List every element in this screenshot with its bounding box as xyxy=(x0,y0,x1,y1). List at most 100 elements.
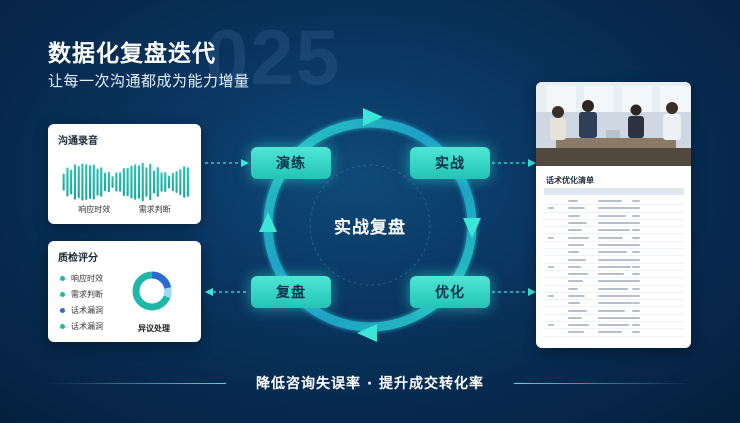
waveform-bar xyxy=(137,165,140,199)
table-cell xyxy=(568,287,578,290)
table-cell xyxy=(598,258,638,261)
waveform-bar xyxy=(122,168,125,196)
table-cell xyxy=(568,229,582,232)
table-cell xyxy=(598,324,629,327)
table-cell xyxy=(548,236,554,239)
quality-item: 话术漏洞 xyxy=(60,305,103,316)
waveform-bar xyxy=(89,165,92,199)
donut-label: 异议处理 xyxy=(138,324,170,333)
node-combat: 实战 xyxy=(410,147,490,179)
table-cell xyxy=(598,207,633,210)
quality-list: 响应时效 需求判断 话术漏洞 话术漏洞 xyxy=(60,273,103,337)
waveform-bar xyxy=(134,164,137,200)
table-cell xyxy=(598,222,637,225)
table-cell xyxy=(568,309,587,312)
arrow-top-icon xyxy=(363,108,383,126)
table-row xyxy=(544,256,684,264)
table-cell xyxy=(632,295,640,297)
waveform-bar xyxy=(126,167,129,197)
table-row xyxy=(544,315,684,323)
year-watermark: 025 xyxy=(205,13,342,101)
connector-arrow-icon xyxy=(205,159,249,167)
table-cell xyxy=(548,295,554,297)
waveform-bar xyxy=(153,170,156,194)
waveform-bar xyxy=(141,162,144,202)
waveform-bar xyxy=(130,165,133,199)
audio-label-needs: 需求判断 xyxy=(138,205,171,214)
table-row xyxy=(544,220,684,228)
waveform-bar xyxy=(160,172,163,192)
footer-line-left xyxy=(48,383,226,384)
waveform-bar xyxy=(175,171,178,193)
node-optimize: 优化 xyxy=(410,276,490,308)
table-row xyxy=(544,329,684,337)
waveform-bar xyxy=(62,173,65,191)
table-cell xyxy=(598,265,631,268)
table-row xyxy=(544,322,684,330)
table-row xyxy=(544,293,684,301)
waveform-bar xyxy=(164,172,167,192)
table-cell xyxy=(632,243,640,246)
node-review: 复盘 xyxy=(251,276,331,308)
quality-item: 需求判断 xyxy=(60,289,103,300)
table-cell xyxy=(568,258,586,261)
table-row xyxy=(544,234,684,242)
audio-card: 沟通录音 响应时效 需求判断 xyxy=(48,124,201,224)
table-header xyxy=(544,188,684,195)
waveform-bar xyxy=(96,168,99,196)
waveform-bar xyxy=(156,167,159,197)
table-cell xyxy=(632,280,640,283)
node-practice: 演练 xyxy=(251,147,331,179)
connector-arrow-icon xyxy=(492,159,536,167)
connector-arrow-icon xyxy=(205,288,249,296)
table-cell xyxy=(632,222,640,225)
table-cell xyxy=(548,324,554,327)
quality-item: 话术漏洞 xyxy=(60,321,103,332)
table-cell xyxy=(598,229,630,232)
table-cell xyxy=(598,243,634,246)
table-cell xyxy=(632,207,640,210)
audio-label-response: 响应时效 xyxy=(78,205,111,214)
table-cell xyxy=(598,200,622,203)
waveform-bar xyxy=(92,164,95,200)
table-cell xyxy=(632,258,640,261)
doc-title: 话术优化清单 xyxy=(546,176,594,185)
footer-banner: 降低咨询失误率 · 提升成交转化率 xyxy=(48,370,692,396)
bullet-icon xyxy=(60,292,65,297)
table-row xyxy=(544,286,684,293)
arrow-bottom-icon xyxy=(357,324,377,342)
table-cell xyxy=(548,207,554,210)
waveform-bar xyxy=(115,172,118,192)
audio-labels: 响应时效 需求判断 xyxy=(48,204,201,215)
table-cell xyxy=(632,251,640,254)
waveform-bar xyxy=(183,166,186,198)
table-cell xyxy=(568,243,584,246)
quality-item: 响应时效 xyxy=(60,273,103,284)
waveform-bar xyxy=(119,172,122,192)
waveform-bar xyxy=(77,166,80,198)
table-cell xyxy=(598,280,635,283)
table-cell xyxy=(598,287,628,290)
waveform-bar xyxy=(66,167,69,197)
waveform-bar xyxy=(81,163,84,201)
waveform-bar xyxy=(145,167,148,197)
bullet-icon xyxy=(60,324,65,329)
meeting-photo xyxy=(536,82,691,166)
waveform-bar xyxy=(85,164,88,200)
footer-text: 降低咨询失误率 · 提升成交转化率 xyxy=(255,376,485,392)
table-cell xyxy=(632,302,640,305)
waveform-bar xyxy=(70,169,73,195)
connector-arrow-icon xyxy=(492,288,536,296)
table-cell xyxy=(632,287,640,290)
arrow-right-icon xyxy=(463,218,481,238)
table-row xyxy=(544,264,684,271)
table-cell xyxy=(632,236,640,239)
waveform-bar xyxy=(186,167,189,197)
table-cell xyxy=(568,265,581,268)
waveform-bar xyxy=(73,164,76,200)
table-cell xyxy=(568,295,585,297)
waveform-bar xyxy=(107,171,110,193)
table-cell xyxy=(598,273,624,276)
table-cell xyxy=(568,302,580,305)
table-cell xyxy=(632,200,640,203)
